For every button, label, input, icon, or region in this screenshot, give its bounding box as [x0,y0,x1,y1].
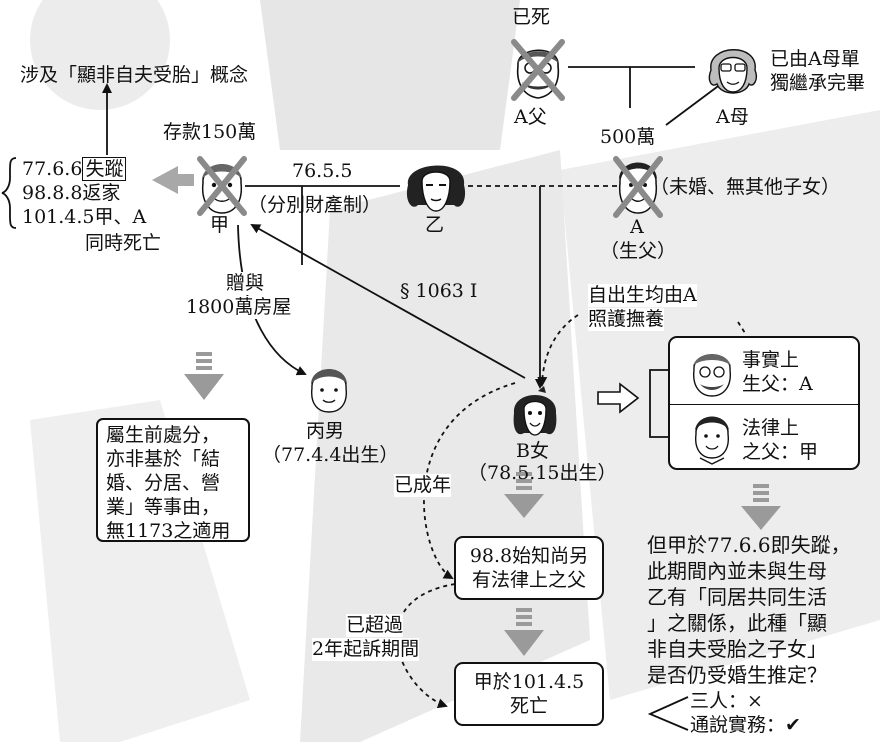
question-line1: 但甲於77.6.6即失蹤， [647,533,851,557]
yi-face-icon [406,165,466,212]
bing-face-icon [311,369,347,413]
father-box: 事實上 生父：A 法律上 之父：甲 [668,336,860,470]
legal-father-line1: 法律上 [742,417,800,439]
question-line3: 乙有「同居共同生活 [647,585,827,609]
a-mother-note-2: 獨繼承完畢 [770,72,866,94]
exceeded-label-1: 已超過 [346,614,404,637]
law-article: § 1063 I [400,280,478,302]
inheritance-amount: 500萬 [600,126,656,149]
legal-father-face-icon [695,416,729,465]
fact-father-line2: 生父：A [742,373,813,395]
question-line4: 」之關係，此種「顯 [647,611,827,635]
discovery-line2: 有法律上之父 [471,569,586,591]
disposition-line3: 婚、分居、營 [106,472,221,494]
b-birth: （78.5.15出生） [468,462,617,484]
fact-father-line1: 事實上 [742,349,800,371]
timeline-line1-word: 失蹤 [82,157,127,181]
a-face-icon [613,156,663,218]
a-sublabel: （生父） [600,240,677,262]
disposition-line4: 業」等事由， [106,496,221,518]
b-face-icon [513,386,557,436]
a-note: （未婚、無其他子女） [650,176,841,198]
a-father-face-icon [511,39,565,101]
disposition-line1: 屬生前處分， [106,424,221,446]
yi-label: 乙 [425,214,445,236]
b-label: B女 [516,440,549,462]
father-box-divider [670,404,858,405]
jia-deposit: 存款150萬 [163,121,257,143]
legal-father-line2: 之父：甲 [742,441,819,463]
death-box: 甲於101.4.5 死亡 [454,662,604,726]
question-line5: 非自夫受胎之子女」 [647,637,827,661]
a-mother-note-1: 已由A母單 [770,48,860,70]
top-note: 涉及「顯非自夫受胎」概念 [20,64,249,86]
opinion-three: 三人：× [690,690,763,712]
a-label: A [630,216,644,238]
question-line6: 是否仍受婚生推定？ [647,663,827,687]
disposition-line2: 亦非基於「結 [106,448,221,470]
death-line2: 死亡 [509,695,548,717]
jia-label: 甲 [210,214,230,236]
bing-birth: （77.4.4出生） [262,444,399,466]
adult-label: 已成年 [394,474,452,497]
discovery-box: 98.8始知尚另 有法律上之父 [454,536,604,600]
gift-label-1: 贈與 [226,272,265,295]
exceeded-label-2: 2年起訴期間 [312,638,420,661]
disposition-box: 屬生前處分， 亦非基於「結 婚、分居、營 業」等事由， 無1173之適用 [96,418,250,542]
fact-father-face-icon [693,354,731,397]
disposition-line5: 無1173之適用 [106,520,231,542]
opinion-majority: 通說實務：✔ [690,714,801,736]
jia-face-icon [197,156,247,216]
discovery-line1: 98.8始知尚另 [469,545,589,567]
property-regime: （分別財產制） [248,194,382,216]
a-mother-face-icon [708,49,758,94]
marriage-date: 76.5.5 [292,160,353,182]
a-mother-label: A母 [716,106,749,128]
gift-label-2: 1800萬房屋 [186,296,292,319]
bing-label: 丙男 [306,420,345,442]
raised-note-2: 照護撫養 [588,308,665,331]
raised-note-1: 自出生均由A [588,284,697,307]
a-father-dead-label: 已死 [512,6,551,28]
a-father-label: A父 [514,106,547,128]
question-line2: 此期間內並未與生母 [647,559,827,583]
timeline-line1-date: 77.6.6 [22,158,83,180]
timeline-line4: 同時死亡 [85,232,162,254]
death-line1: 甲於101.4.5 [473,671,585,693]
timeline-line2: 98.8.8返家 [22,182,121,204]
timeline-line3: 101.4.5甲、A [22,206,147,228]
